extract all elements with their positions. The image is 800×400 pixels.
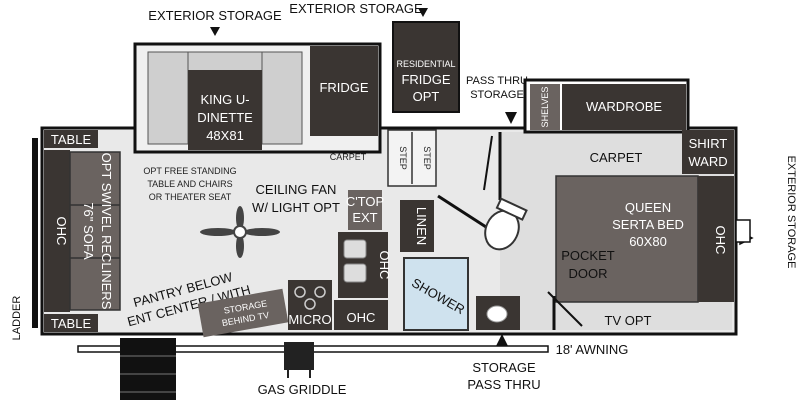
sofa-label-2: OPT SWIVEL RECLINERS	[99, 153, 114, 310]
queen-bed	[555, 175, 699, 303]
pocket-door-label-1: POCKET	[561, 248, 615, 263]
dinette-bench-right	[261, 51, 303, 145]
bathroom-door	[483, 135, 493, 191]
king-dinette-label-1: KING U-	[200, 92, 249, 107]
sink-icon	[343, 239, 367, 259]
micro-label: MICRO	[288, 312, 331, 327]
queen-bed-label-2: SERTA BED	[612, 217, 684, 232]
opt-table-label-1: OPT FREE STANDING	[143, 166, 236, 176]
storage-pass-thru-label-1: STORAGE	[472, 360, 536, 375]
ctop-ext-label-1: C'TOP	[346, 194, 384, 209]
residential-fridge-label-2: FRIDGE	[401, 72, 450, 87]
fridge-label: FRIDGE	[319, 80, 368, 95]
ceiling-fan-label-1: CEILING FAN	[256, 182, 337, 197]
stove	[288, 280, 332, 330]
carpet-bedroom-label: CARPET	[590, 150, 643, 165]
residential-fridge-label-3: OPT	[413, 89, 440, 104]
exterior-storage-side: EXTERIOR STORAGE	[785, 156, 797, 269]
awning-label: 18' AWNING	[556, 342, 629, 357]
king-dinette-label-3: 48X81	[206, 128, 244, 143]
ohc-micro	[334, 300, 388, 330]
pass-thru-storage-label-2: STORAGE	[470, 89, 524, 101]
stove-burners-icon	[294, 286, 326, 310]
toilet-icon	[484, 197, 528, 251]
table-bottom	[44, 314, 98, 332]
shirt-ward-label-1: SHIRT	[689, 136, 728, 151]
shirt-wardrobe	[682, 130, 734, 174]
table-top	[44, 130, 98, 148]
sink-icon	[486, 305, 508, 323]
pocket-door-label-2: DOOR	[569, 266, 608, 281]
dinette-bench-left	[147, 51, 189, 145]
residential-fridge	[392, 21, 460, 113]
residential-fridge-label-1: RESIDENTIAL	[396, 59, 455, 69]
arrow-up-icon	[496, 334, 508, 346]
storage-pass-thru-label-2: PASS THRU	[467, 377, 540, 392]
shower	[403, 257, 469, 331]
table-bottom-label: TABLE	[51, 316, 92, 331]
ohc-kitchen-label: OHC	[377, 251, 392, 280]
ctop-ext	[348, 190, 382, 230]
ent-center	[197, 288, 289, 338]
shelves-label: SHELVES	[540, 87, 550, 128]
ohc-bed	[698, 176, 734, 302]
tv-opt-line	[547, 291, 583, 327]
wardrobe	[562, 84, 686, 130]
queen-bed-label-3: 60X80	[629, 234, 667, 249]
tv-opt-label: TV OPT	[605, 313, 652, 328]
queen-bed-label-1: QUEEN	[625, 200, 671, 215]
ladder-label: LADDER	[11, 296, 23, 341]
exterior-storage-top-right: EXTERIOR STORAGE	[289, 1, 423, 16]
ohc-micro-label: OHC	[347, 310, 376, 325]
exterior-hatch	[735, 219, 751, 243]
sofa	[69, 151, 121, 311]
ohc-bed-label: OHC	[713, 226, 728, 255]
ladder	[32, 138, 38, 328]
king-dinette	[188, 70, 262, 150]
ctop-ext-label-2: EXT	[352, 210, 377, 225]
sofa-label-1: 76" SOFA	[81, 202, 96, 260]
arrow-down-icon	[210, 27, 220, 36]
step-2-label: STEP	[422, 146, 432, 170]
linen	[400, 200, 434, 252]
linen-label: LINEN	[414, 207, 429, 245]
fridge	[310, 46, 378, 136]
ceiling-fan-icon	[200, 206, 280, 258]
gas-griddle	[284, 342, 314, 370]
outside-steps	[120, 338, 176, 400]
sink-icon	[343, 263, 367, 283]
gas-griddle-label: GAS GRIDDLE	[258, 382, 347, 397]
ceiling-fan-label-2: W/ LIGHT OPT	[252, 200, 340, 215]
king-dinette-label-2: DINETTE	[197, 110, 253, 125]
exterior-storage-top-left: EXTERIOR STORAGE	[148, 8, 282, 23]
shelves	[530, 84, 560, 130]
step-1-label: STEP	[398, 146, 408, 170]
ohc-left	[44, 150, 70, 312]
pass-thru-storage-label-1: PASS THRU	[466, 75, 528, 87]
arrow-down-icon	[505, 112, 517, 124]
opt-table-label-3: OR THEATER SEAT	[149, 192, 232, 202]
arrow-down-icon	[418, 8, 428, 17]
opt-table-label-2: TABLE AND CHAIRS	[147, 179, 232, 189]
shirt-ward-label-2: WARD	[688, 154, 727, 169]
table-top-label: TABLE	[51, 132, 92, 147]
carpet-slide-label: CARPET	[330, 152, 367, 162]
wardrobe-label: WARDROBE	[586, 99, 662, 114]
ohc-left-label: OHC	[54, 217, 69, 246]
